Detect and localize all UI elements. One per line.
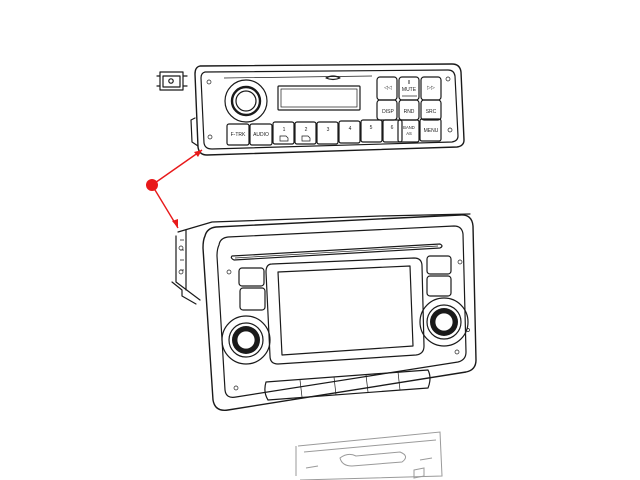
preset-2-label: 2 (305, 127, 308, 133)
rnd-label: RND (404, 109, 415, 115)
mute-top-label: II (408, 80, 411, 86)
bottom-mounting-bracket (295, 431, 443, 480)
small-mounting-clip (156, 71, 188, 91)
src-button[interactable] (420, 99, 442, 121)
menu-label: MENU (424, 128, 439, 134)
mute-label: MUTE (402, 87, 417, 93)
right-upper-button[interactable] (426, 255, 452, 275)
src-label: SRC (426, 109, 437, 115)
touch-screen[interactable] (265, 257, 425, 365)
lower-radio-unit (171, 213, 477, 411)
band-label: BAND (403, 125, 415, 130)
left-upper-button[interactable] (238, 267, 265, 287)
seek-fwd-label: ▷▷ (427, 85, 435, 91)
menu-button[interactable] (419, 118, 442, 142)
callout-leader-to-upper (151, 149, 203, 186)
preset-6-label: 6 (391, 125, 394, 131)
preset-1-label: 1 (283, 127, 286, 133)
preset-1-button[interactable] (272, 121, 295, 145)
f-trk-button[interactable] (226, 123, 250, 146)
preset-5-button[interactable] (360, 119, 383, 143)
left-lower-button[interactable] (239, 287, 266, 311)
callout-arrowhead-upper (194, 150, 202, 157)
callout-dot (146, 179, 158, 191)
preset-2-button[interactable] (294, 121, 317, 145)
callout-arrowhead-lower (172, 219, 178, 228)
preset-5-label: 5 (370, 125, 373, 131)
seek-back-label: ◁◁ (384, 85, 392, 91)
cd-slot (230, 243, 443, 261)
callout-marker (146, 149, 203, 229)
preset-4-button[interactable] (338, 120, 361, 144)
folder-down-icon (279, 135, 289, 142)
preset-3-button[interactable] (316, 121, 339, 145)
audio-label: AUDIO (253, 132, 269, 138)
left-knob[interactable] (221, 315, 271, 365)
preset-6-button[interactable] (382, 119, 403, 143)
upper-radio-unit: ◁◁ II MUTE ▷▷ DISP RND SRC F-TRK AUDIO 1… (190, 63, 465, 156)
band-sub-label: AS (406, 131, 412, 136)
folder-up-icon (301, 135, 311, 142)
band-button[interactable] (397, 119, 420, 143)
disp-label: DISP (382, 109, 394, 115)
radio-display (277, 85, 361, 111)
preset-4-label: 4 (349, 126, 352, 132)
right-knob[interactable] (419, 297, 469, 347)
preset-3-label: 3 (327, 127, 330, 133)
volume-knob[interactable] (224, 79, 268, 123)
audio-button[interactable] (249, 123, 273, 146)
f-trk-label: F-TRK (231, 132, 246, 138)
right-lower-button[interactable] (426, 275, 452, 297)
bottom-button-strip (264, 369, 431, 401)
preset-button-row: F-TRK AUDIO 1 2 3 4 5 6 BAND AS MENU (226, 118, 442, 146)
right-button-cluster: ◁◁ II MUTE ▷▷ DISP RND SRC (376, 76, 442, 121)
